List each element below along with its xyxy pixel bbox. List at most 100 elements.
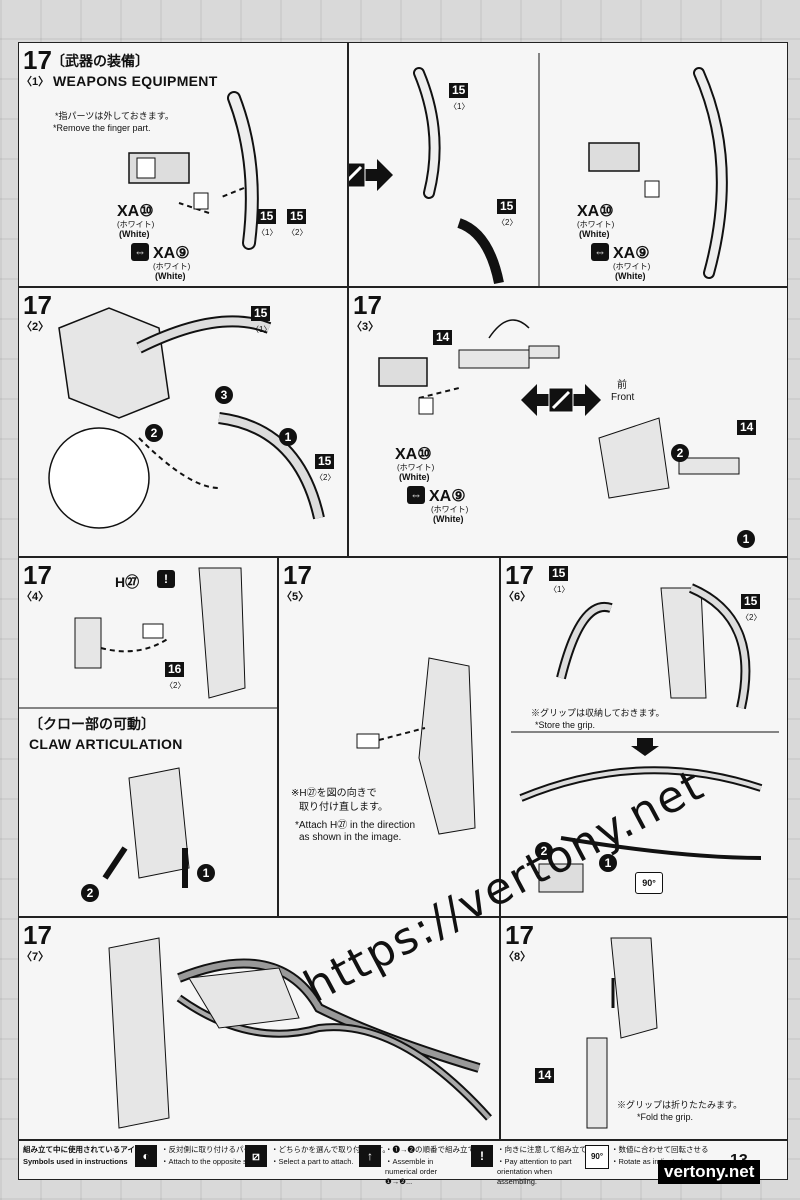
step-number: 17 [23, 560, 52, 590]
step-number: 17 [23, 45, 52, 75]
runner-badge-sub: 〈2〉 [287, 228, 308, 237]
part-xa9: XA⑨ [613, 245, 650, 262]
legend-title-jp: 組み立て中に使用されているアイコン [23, 1145, 150, 1154]
legend-rotate-jp: ・数値に合わせて回転させる [611, 1145, 709, 1154]
panel-17-7: 17 〈7〉 [18, 917, 500, 1140]
panel-17-2: 17 〈2〉 15 〈1〉 15 〈2〉 1 2 3 [18, 287, 348, 557]
runner-badge: 16 [165, 662, 185, 677]
alternate-icon: ⇔ [591, 243, 609, 261]
step-number: 17 [505, 920, 534, 950]
legend-caution-jp: ・向きに注意して組み立てます。 [497, 1145, 609, 1154]
substep-label: 〈5〉 [281, 591, 310, 603]
section-title-jp: 〔武器の装備〕 [51, 53, 149, 69]
runner-badge: 15 [251, 306, 271, 321]
runner-badge: 15 [287, 209, 307, 224]
caution-icon: ! [471, 1145, 493, 1167]
legend-title-en: Symbols used in instructions [23, 1157, 128, 1166]
swap-arrow-icon [521, 384, 601, 416]
panel-17-4: 17 〈4〉 H㉗ ! 16 〈2〉 〔クロー部の可動〕 CLAW ARTICU… [18, 557, 278, 917]
runner-badge-sub: 〈1〉 [251, 325, 272, 334]
caution-icon: ! [157, 570, 175, 588]
color-en: (White) [615, 271, 646, 281]
legend-order-en: ・Assemble in numerical order ❶→❷... [385, 1157, 438, 1186]
claw-title-en: CLAW ARTICULATION [29, 736, 183, 752]
weapon-illustration [413, 53, 728, 286]
part-xa10: XA⑩ [395, 446, 432, 463]
panel-17-6: 17 〈6〉 15 〈1〉 15 〈2〉 ※グリップは収納しておきます。 *St… [500, 557, 788, 917]
legend-select-jp: ・どちらかを選んで取り付けます。 [271, 1145, 390, 1154]
note-en: *Attach H㉗ in the direction [295, 820, 416, 831]
color-en: (White) [119, 229, 150, 239]
color-jp: (ホワイト) [613, 262, 651, 271]
order-2: 2 [535, 842, 553, 860]
part-h27: H㉗ [115, 574, 140, 590]
color-jp: (ホワイト) [153, 262, 191, 271]
runner-badge-sub: 〈1〉 [449, 102, 470, 111]
order-arrow-icon: ↑ [359, 1145, 381, 1167]
mobile-suit-illustration [48, 307, 325, 529]
order-1: 1 [279, 428, 297, 446]
color-en: (White) [155, 271, 186, 281]
note-jp: 取り付け直します。 [299, 802, 388, 813]
part-xa9: XA⑨ [153, 245, 190, 262]
runner-badge-sub: 〈1〉 [549, 585, 570, 594]
step-number: 17 [23, 920, 52, 950]
color-jp: (ホワイト) [117, 220, 155, 229]
runner-badge: 15 [257, 209, 277, 224]
legend-rotate-en: ・Rotate as indicated [611, 1157, 683, 1166]
color-jp: (ホワイト) [397, 463, 435, 472]
color-jp: (ホワイト) [577, 220, 615, 229]
arm-illustration [356, 657, 476, 835]
substep-label: 〈4〉 [21, 591, 50, 603]
substep-label: 〈7〉 [21, 951, 50, 963]
legend-order-jp: ・❶→❷の順番で組み立てます。 [385, 1145, 497, 1154]
claw-part-illustration [19, 567, 277, 888]
section-title-en: WEAPONS EQUIPMENT [53, 73, 218, 89]
order-1: 1 [197, 864, 215, 882]
front-en: Front [611, 392, 635, 403]
grip-fold-illustration [586, 937, 658, 1129]
runner-badge: 15 [497, 199, 517, 214]
alternate-icon: ⇔ [407, 486, 425, 504]
step-number: 17 [505, 560, 534, 590]
legend-opposite-jp: ・反対側に取り付けるパーツ [161, 1145, 259, 1154]
step-number: 17 [283, 560, 312, 590]
part-xa9: XA⑨ [429, 488, 466, 505]
step-number: 17 [23, 290, 52, 320]
rotate-icon: 90° [635, 872, 663, 894]
swap-arrow-icon [349, 159, 393, 191]
legend-select-en: ・Select a part to attach. [271, 1157, 354, 1166]
order-2: 2 [81, 884, 99, 902]
runner-badge: 15 [449, 83, 469, 98]
color-en: (White) [579, 229, 610, 239]
legend-opposite-en: ・Attach to the opposite side. [161, 1157, 259, 1166]
note-en: as shown in the image. [299, 832, 402, 843]
opposite-side-icon: ◐ [135, 1145, 157, 1167]
runner-badge-sub: 〈2〉 [165, 681, 186, 690]
runner-badge: 14 [535, 1068, 555, 1083]
panel-17-8: 17 〈8〉 14 ※グリップは折りたたみます。 *Fold the grip. [500, 917, 788, 1140]
note-jp: ※H㉗を図の向きで [291, 788, 377, 799]
claw-weapon-illustration [511, 583, 779, 893]
runner-badge-sub: 〈2〉 [497, 218, 518, 227]
runner-badge: 15 [315, 454, 335, 469]
panel-17-5: 17 〈5〉 ※H㉗を図の向きで 取り付け直します。 *Attach H㉗ in… [278, 557, 500, 917]
panel-17-3: 17 〈3〉 14 14 XA⑩ (ホワイト) (White) ⇔ XA⑨ (ホ… [348, 287, 788, 557]
note-jp: *指パーツは外しておきます。 [55, 111, 174, 121]
rotate-icon: 90° [585, 1145, 609, 1169]
substep-label: 〈3〉 [351, 321, 380, 333]
watermark-logo: vertony.net [658, 1160, 761, 1184]
color-en: (White) [433, 514, 464, 524]
part-xa10: XA⑩ [117, 203, 154, 220]
color-en: (White) [399, 472, 430, 482]
runner-badge-sub: 〈1〉 [257, 228, 278, 237]
rifle-illustration [378, 319, 740, 499]
runner-badge: 15 [741, 594, 761, 609]
alternate-icon: ⇔ [131, 243, 149, 261]
note-jp: ※グリップは折りたたみます。 [617, 1100, 743, 1110]
substep-label: 〈1〉 [21, 76, 50, 88]
note-en: *Remove the finger part. [53, 123, 151, 133]
claw-title-jp: 〔クロー部の可動〕 [29, 716, 155, 732]
note-jp: ※グリップは収納しておきます。 [531, 708, 665, 718]
